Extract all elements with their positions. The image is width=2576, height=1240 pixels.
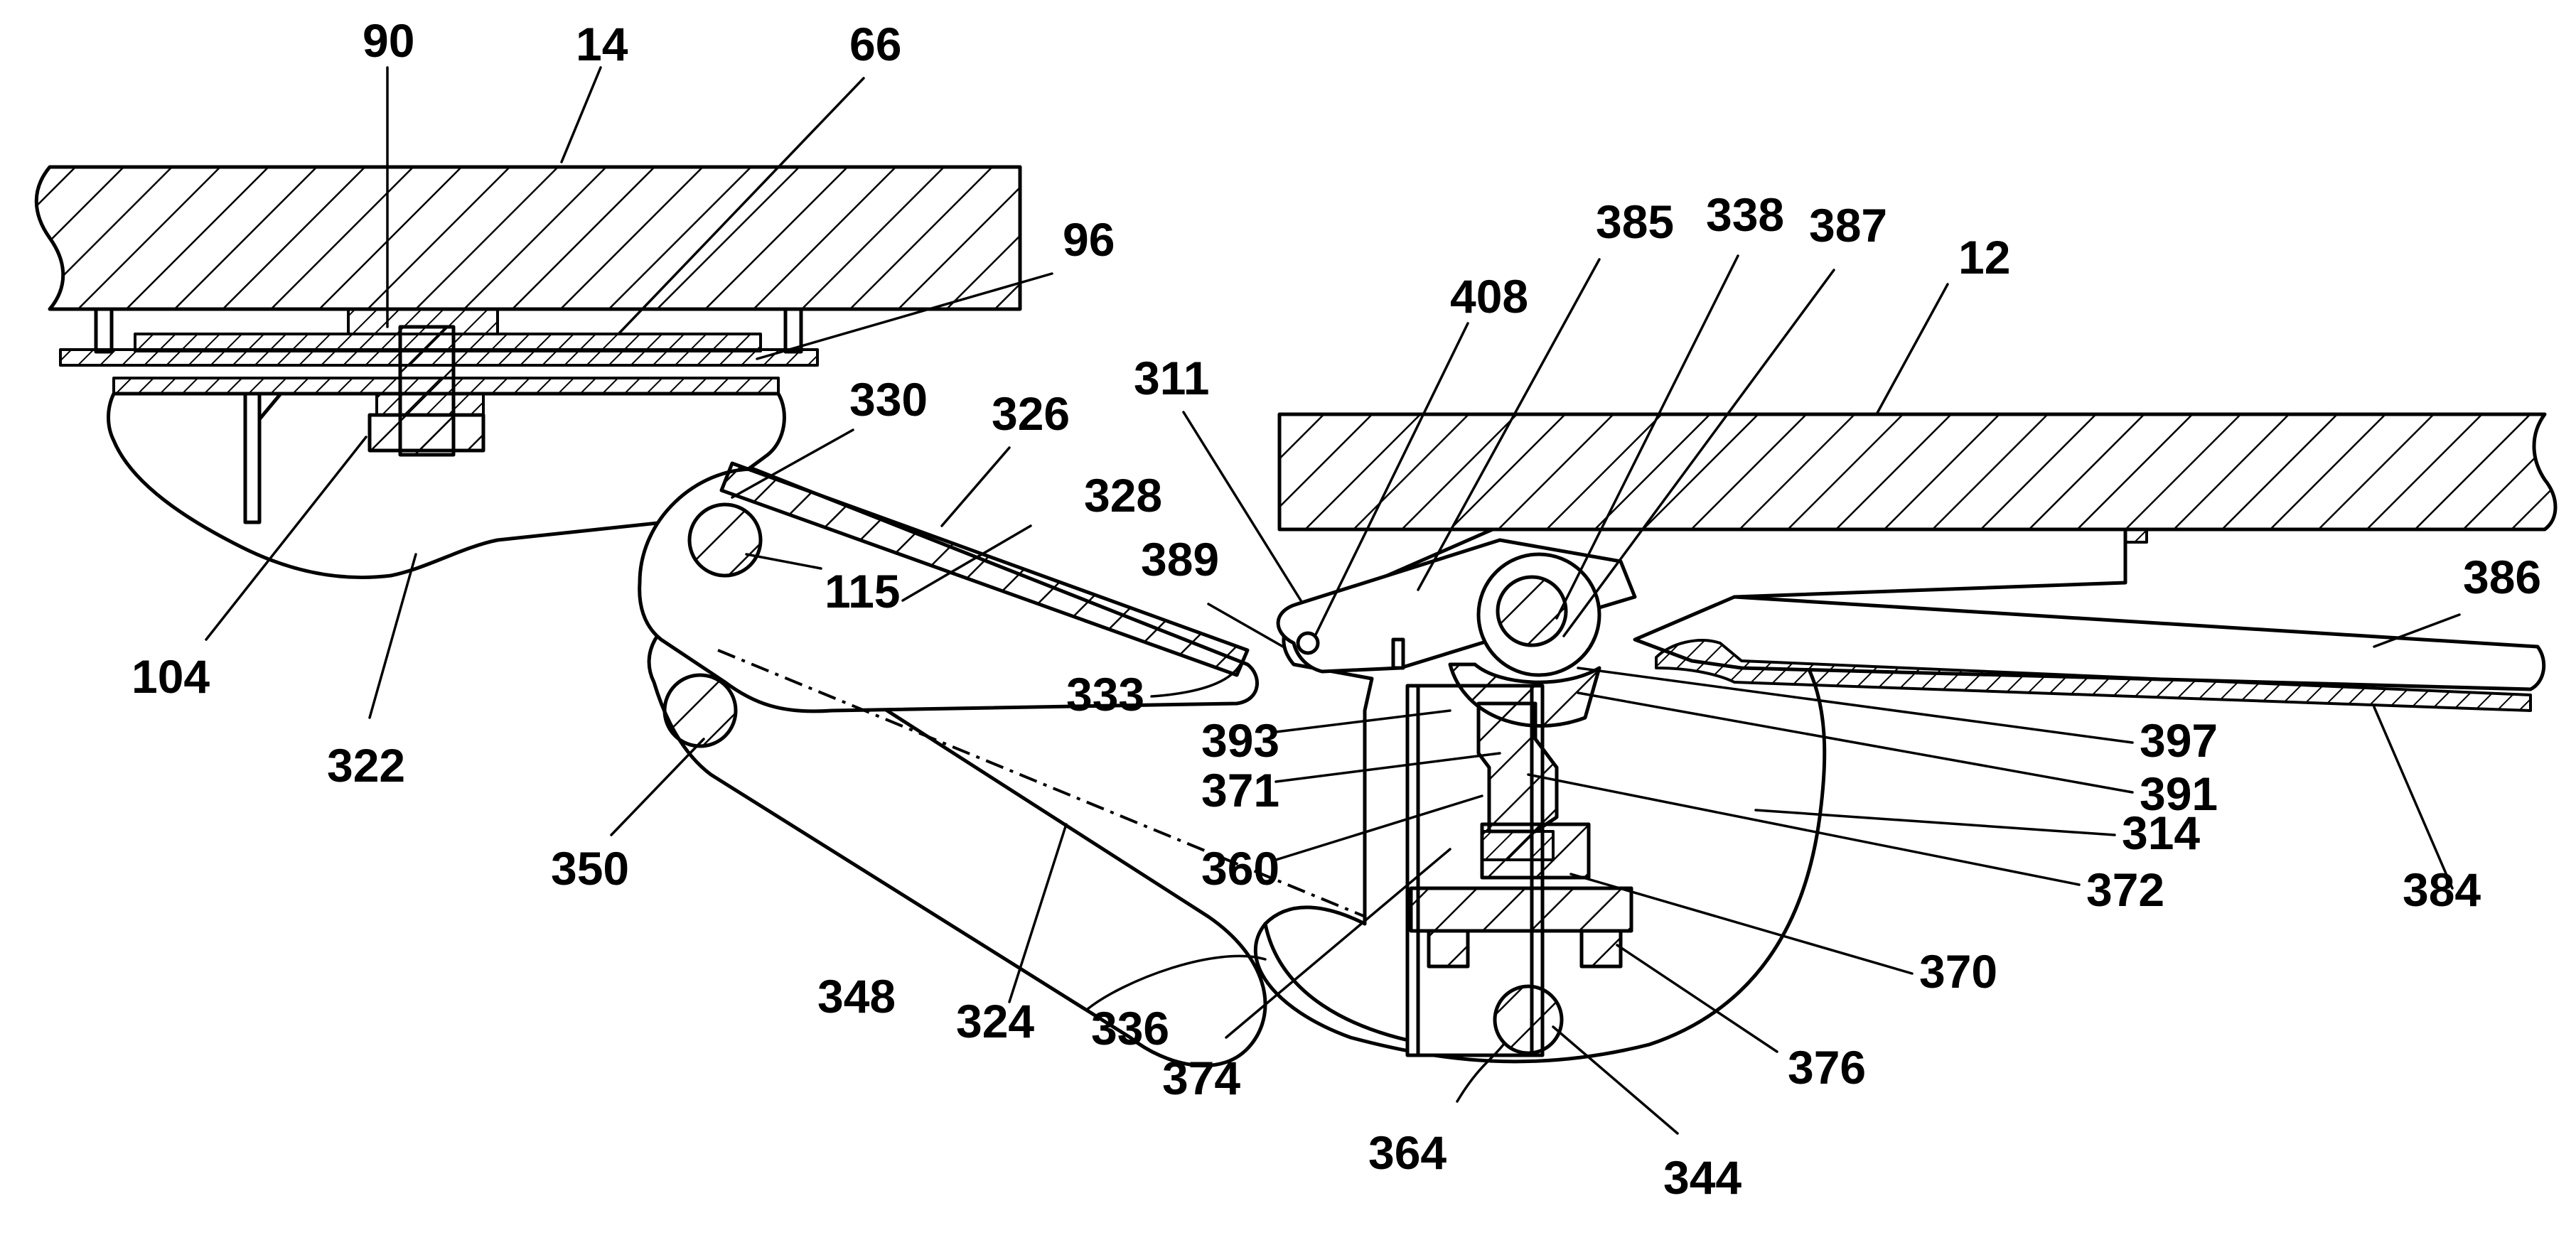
label-364: 364 bbox=[1368, 1126, 1447, 1179]
label-324: 324 bbox=[956, 995, 1034, 1047]
roller-338 bbox=[1478, 554, 1599, 675]
label-314: 314 bbox=[2122, 807, 2200, 859]
label-326: 326 bbox=[992, 387, 1070, 440]
label-376: 376 bbox=[1788, 1041, 1866, 1094]
label-328: 328 bbox=[1084, 469, 1162, 522]
label-344: 344 bbox=[1663, 1151, 1742, 1204]
panel-14 bbox=[36, 167, 1020, 309]
label-385: 385 bbox=[1596, 195, 1674, 248]
panel-12 bbox=[1279, 414, 2555, 542]
label-348: 348 bbox=[817, 970, 896, 1023]
label-408: 408 bbox=[1450, 270, 1528, 323]
label-311: 311 bbox=[1134, 352, 1209, 404]
label-330: 330 bbox=[849, 373, 928, 426]
label-66: 66 bbox=[849, 18, 901, 70]
label-104: 104 bbox=[132, 650, 210, 703]
label-384: 384 bbox=[2403, 863, 2481, 916]
label-393: 393 bbox=[1201, 714, 1279, 767]
label-322: 322 bbox=[327, 739, 405, 792]
label-96: 96 bbox=[1063, 213, 1115, 266]
label-350: 350 bbox=[551, 842, 629, 895]
label-12: 12 bbox=[1958, 231, 2010, 284]
label-90: 90 bbox=[363, 14, 414, 67]
label-14: 14 bbox=[576, 18, 628, 70]
label-389: 389 bbox=[1141, 533, 1219, 586]
label-333: 333 bbox=[1066, 668, 1144, 721]
label-371: 371 bbox=[1201, 764, 1279, 816]
label-397: 397 bbox=[2140, 714, 2218, 767]
label-387: 387 bbox=[1809, 199, 1887, 252]
label-338: 338 bbox=[1706, 188, 1784, 241]
label-370: 370 bbox=[1919, 945, 1997, 998]
label-360: 360 bbox=[1201, 842, 1279, 895]
label-386: 386 bbox=[2463, 551, 2541, 603]
link-324 bbox=[640, 463, 1257, 711]
label-372: 372 bbox=[2086, 863, 2164, 916]
label-374: 374 bbox=[1162, 1052, 1240, 1104]
label-115: 115 bbox=[825, 565, 900, 618]
label-336: 336 bbox=[1091, 1002, 1169, 1055]
